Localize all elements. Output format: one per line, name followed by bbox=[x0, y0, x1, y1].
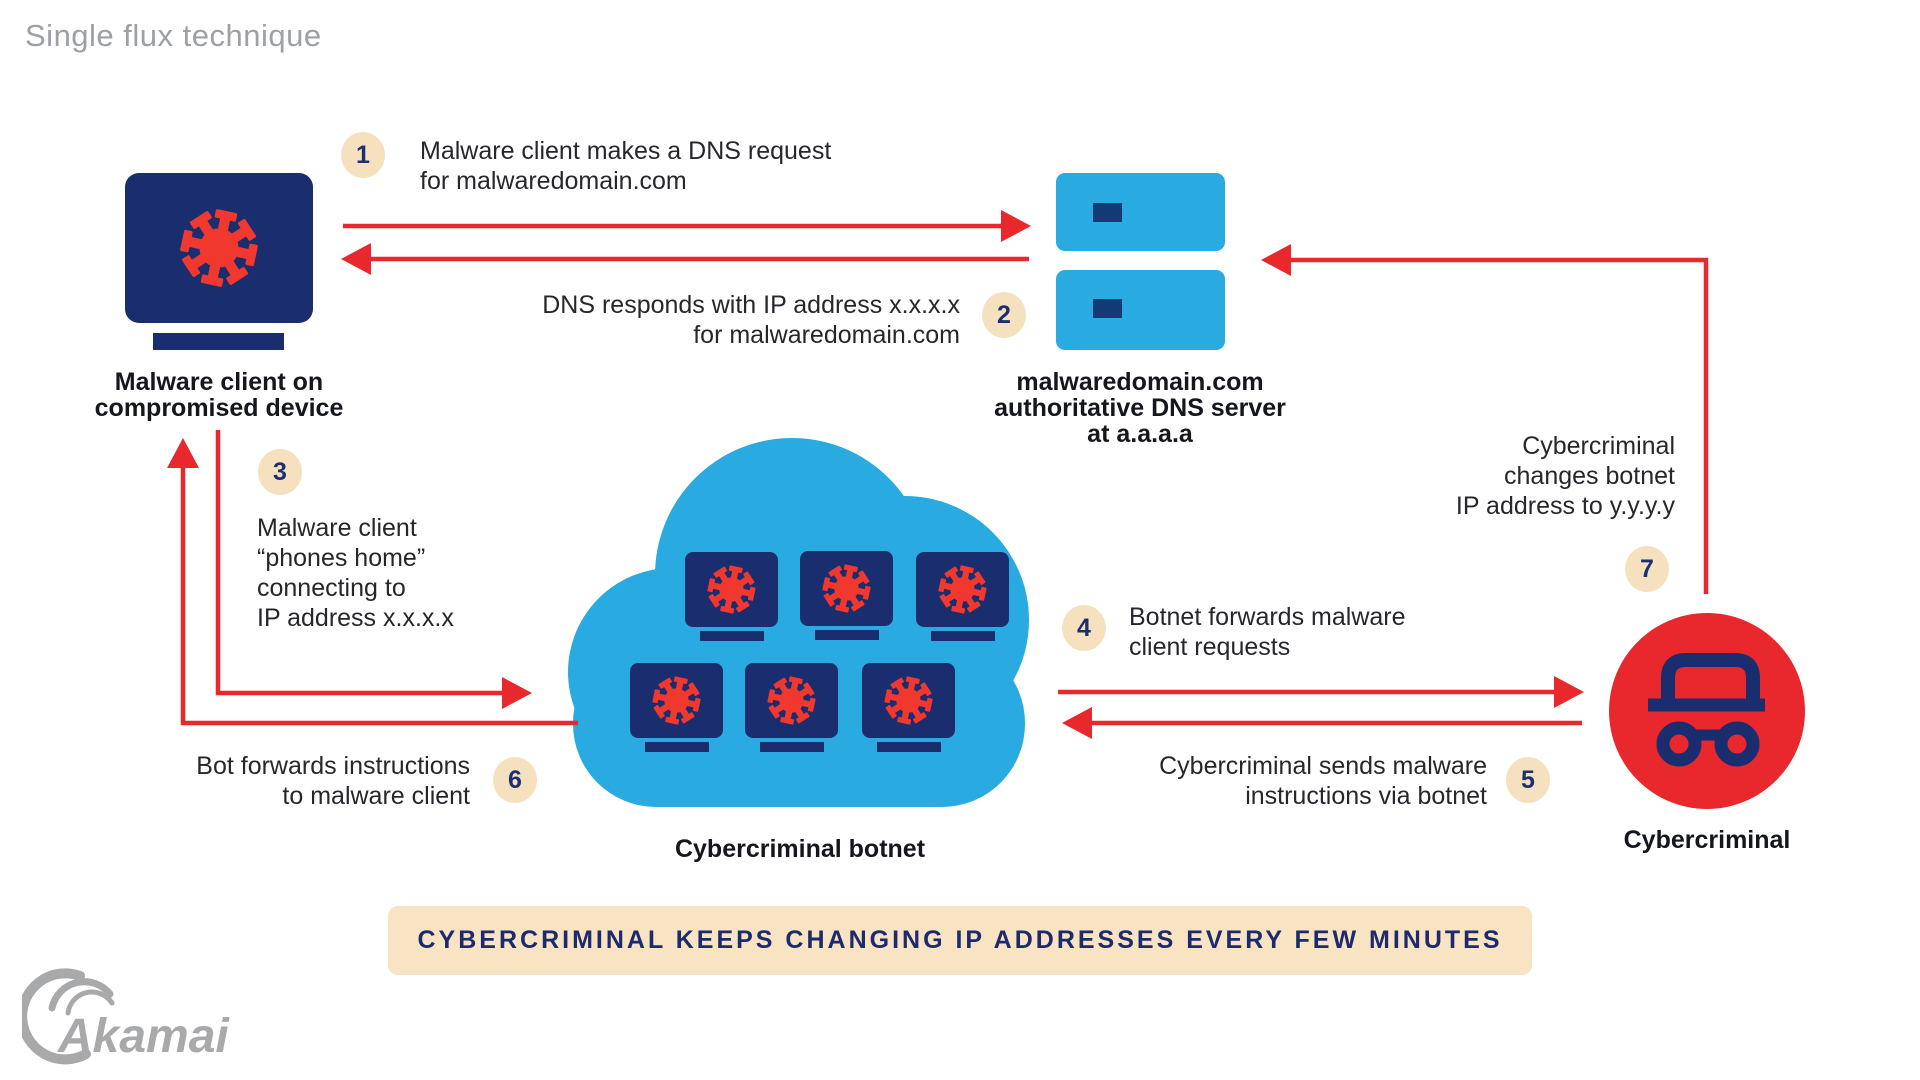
botnet-label: Cybercriminal botnet bbox=[674, 835, 926, 863]
step-2-text: DNS responds with IP address x.x.x.x for… bbox=[542, 291, 960, 349]
step-badge-6: 6 bbox=[493, 757, 537, 803]
step-number: 7 bbox=[1640, 554, 1654, 583]
step-number: 3 bbox=[273, 457, 287, 486]
dns-server-label: malwaredomain.com authoritative DNS serv… bbox=[994, 368, 1286, 448]
akamai-logo: Akamai bbox=[22, 968, 282, 1078]
akamai-swoosh-icon: Akamai bbox=[22, 968, 230, 1065]
step-badge-4: 4 bbox=[1062, 605, 1106, 651]
step-number: 4 bbox=[1077, 613, 1091, 642]
cybercriminal-icon bbox=[1609, 613, 1805, 809]
step-3-text: Malware client “phones home” connecting … bbox=[257, 514, 454, 632]
step-number: 2 bbox=[997, 300, 1011, 329]
arrow-bot-instructions bbox=[180, 468, 578, 726]
step-badge-3: 3 bbox=[258, 449, 302, 495]
step-6-text: Bot forwards instructions to malware cli… bbox=[196, 752, 470, 810]
akamai-logo-text: Akamai bbox=[57, 1010, 230, 1063]
step-4-text: Botnet forwards malware client requests bbox=[1129, 603, 1406, 661]
step-badge-2: 2 bbox=[982, 292, 1026, 338]
step-1-text: Malware client makes a DNS request for m… bbox=[420, 137, 832, 195]
dns-server-icon bbox=[1056, 173, 1225, 350]
incognito-icon bbox=[1648, 653, 1765, 767]
bottom-banner: CYBERCRIMINAL KEEPS CHANGING IP ADDRESSE… bbox=[388, 906, 1532, 975]
arrow-ip-change bbox=[1289, 257, 1709, 594]
step-number: 1 bbox=[356, 140, 370, 169]
step-badge-5: 5 bbox=[1506, 757, 1550, 803]
step-7-text: Cybercriminal changes botnet IP address … bbox=[1455, 432, 1675, 520]
page-title: Single flux technique bbox=[25, 18, 322, 53]
step-badge-1: 1 bbox=[341, 132, 385, 178]
flow-arrows bbox=[167, 210, 1709, 739]
banner-text: CYBERCRIMINAL KEEPS CHANGING IP ADDRESSE… bbox=[417, 926, 1503, 954]
step-number: 6 bbox=[508, 765, 522, 794]
step-number: 5 bbox=[1521, 765, 1535, 794]
arrow-phones-home bbox=[215, 430, 504, 696]
malware-client-monitor-icon bbox=[125, 173, 313, 350]
cybercriminal-label: Cybercriminal bbox=[1623, 826, 1791, 854]
step-badge-7: 7 bbox=[1625, 546, 1669, 592]
malware-client-label: Malware client on compromised device bbox=[94, 368, 344, 422]
step-5-text: Cybercriminal sends malware instructions… bbox=[1159, 752, 1487, 810]
